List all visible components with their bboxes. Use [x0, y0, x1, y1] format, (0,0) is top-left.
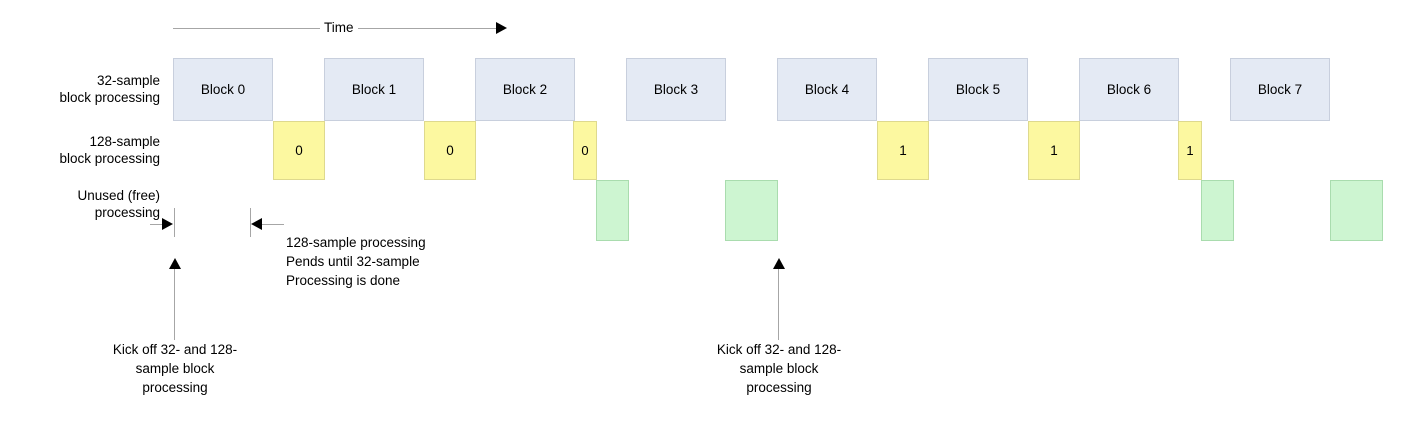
block-128-2[interactable]: 0	[573, 121, 597, 180]
dimension-tick-right	[250, 208, 251, 237]
row-label-unused-free: Unused (free) processing	[77, 188, 160, 220]
block-128-4[interactable]: 1	[1028, 121, 1080, 180]
block-32-2[interactable]: Block 2	[475, 58, 575, 121]
note-kickoff-left: Kick off 32- and 128- sample block proce…	[112, 342, 238, 395]
block-free-0[interactable]	[596, 180, 629, 241]
time-axis-label: Time	[320, 21, 358, 35]
dimension-line-left	[150, 224, 164, 225]
block-32-0[interactable]: Block 0	[173, 58, 273, 121]
block-32-3[interactable]: Block 3	[626, 58, 726, 121]
row-label-32-sample: 32-sample block processing	[59, 73, 160, 105]
block-128-1[interactable]: 0	[424, 121, 476, 180]
block-32-5[interactable]: Block 5	[928, 58, 1028, 121]
kickoff-left-leader-line	[174, 262, 175, 340]
dimension-line-right	[262, 224, 284, 225]
time-arrow-icon	[496, 22, 507, 34]
block-128-5[interactable]: 1	[1178, 121, 1202, 180]
row-label-128-sample: 128-sample block processing	[59, 134, 160, 166]
block-128-0[interactable]: 0	[273, 121, 325, 180]
kickoff-left-arrow-icon	[169, 258, 181, 269]
block-free-1[interactable]	[725, 180, 778, 241]
dimension-arrow-right-icon	[251, 218, 262, 230]
block-32-1[interactable]: Block 1	[324, 58, 424, 121]
block-32-4[interactable]: Block 4	[777, 58, 877, 121]
block-32-7[interactable]: Block 7	[1230, 58, 1330, 121]
note-pend-until-32-sample: 128-sample processing Pends until 32-sam…	[286, 235, 426, 288]
kickoff-right-arrow-icon	[773, 258, 785, 269]
kickoff-right-leader-line	[778, 262, 779, 340]
note-kickoff-right: Kick off 32- and 128- sample block proce…	[716, 342, 842, 395]
block-128-3[interactable]: 1	[877, 121, 929, 180]
block-free-3[interactable]	[1330, 180, 1383, 241]
block-32-6[interactable]: Block 6	[1079, 58, 1179, 121]
dimension-arrow-left-icon	[162, 218, 173, 230]
block-free-2[interactable]	[1201, 180, 1234, 241]
dimension-tick-left	[174, 208, 175, 237]
